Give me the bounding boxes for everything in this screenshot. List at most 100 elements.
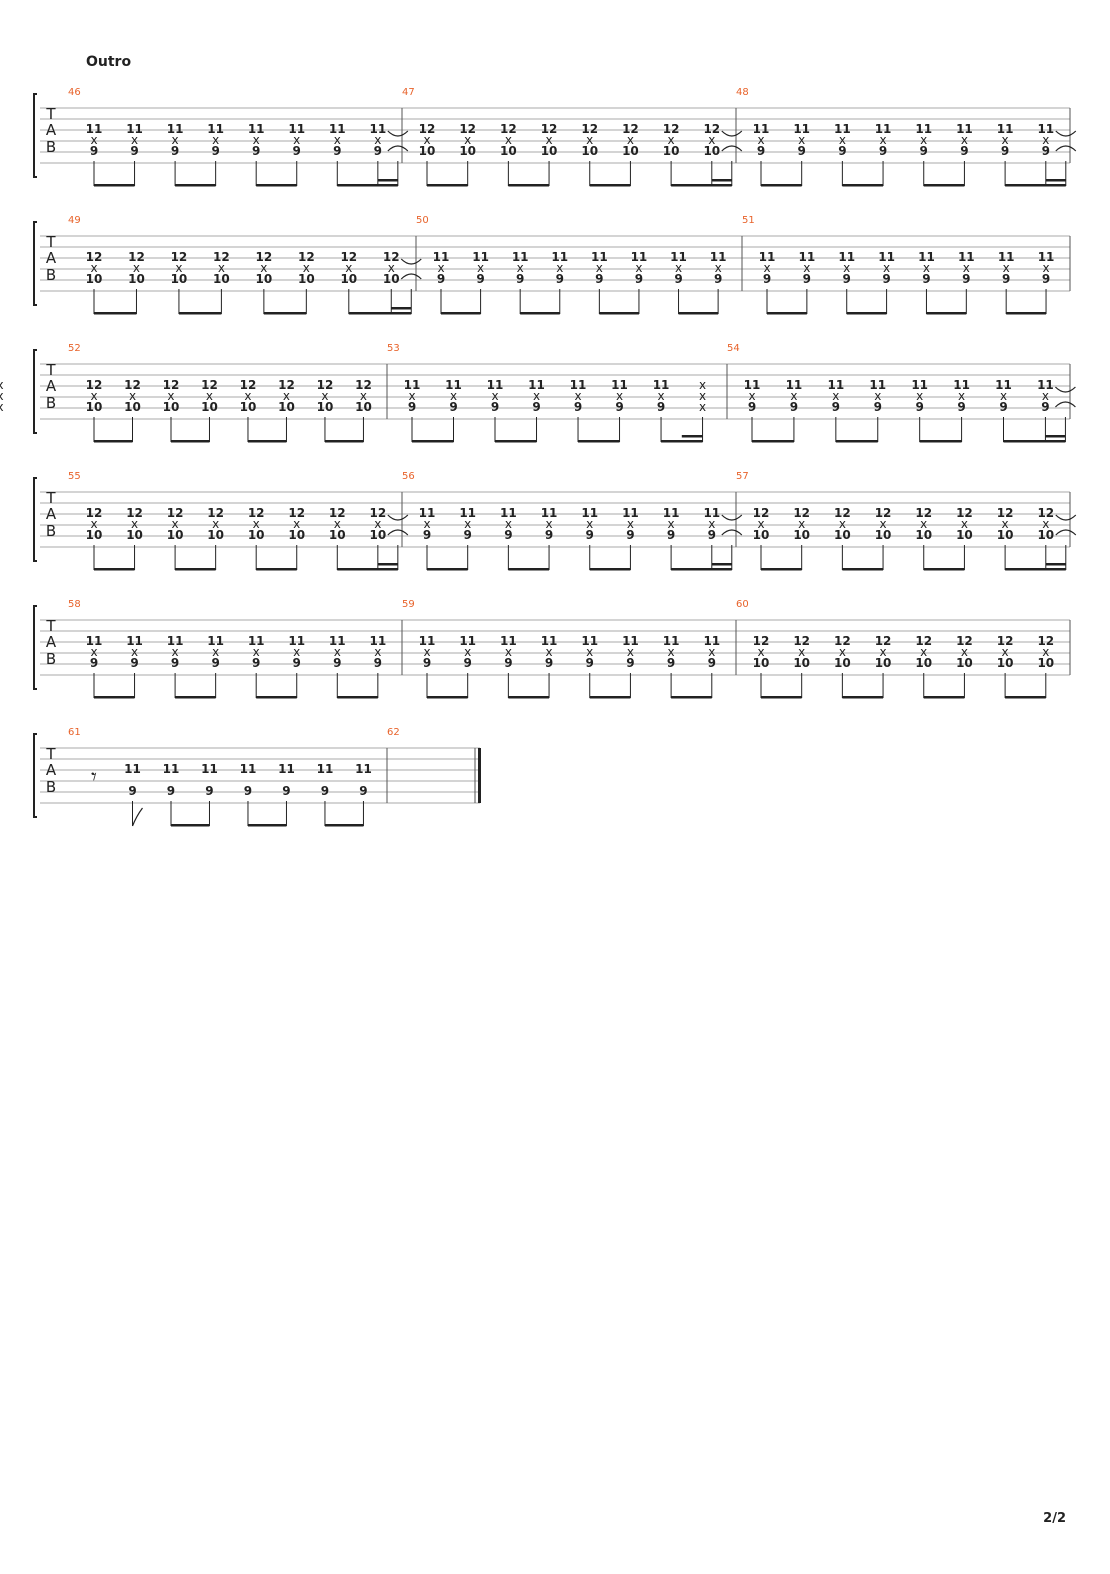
fret-number: 9 <box>714 272 722 286</box>
note-beam <box>247 824 287 827</box>
fret-number: 12 <box>329 506 346 520</box>
muted-string: x <box>1003 261 1010 275</box>
muted-string: x <box>839 517 846 531</box>
fret-number: 11 <box>163 762 180 776</box>
fret-number: 11 <box>956 122 973 136</box>
fret-number: 12 <box>213 250 230 264</box>
fret-number: 11 <box>541 634 558 648</box>
fret-number: 9 <box>464 656 472 670</box>
tab-system: TAB4912x1012x1012x1012x1012x1012x1012x10… <box>33 215 1071 315</box>
measure-number: 60 <box>736 599 749 610</box>
fret-number: 11 <box>551 250 568 264</box>
fret-number: 11 <box>207 634 224 648</box>
note-beam <box>842 184 884 187</box>
fret-number: 12 <box>86 506 103 520</box>
fret-number: 9 <box>922 272 930 286</box>
fret-number: 11 <box>663 506 680 520</box>
fret-number: 10 <box>1037 656 1054 670</box>
fret-number: 12 <box>997 634 1014 648</box>
fret-number: 11 <box>201 762 218 776</box>
fret-number: 10 <box>834 656 851 670</box>
note-beam <box>175 568 216 571</box>
measure-number: 55 <box>68 471 81 482</box>
tab-clef-letter: B <box>46 522 56 540</box>
fret-number: 12 <box>1037 506 1054 520</box>
fret-number: 11 <box>512 250 529 264</box>
fret-number: 9 <box>408 400 416 414</box>
muted-string: x <box>1042 645 1049 659</box>
measure-number: 58 <box>68 599 81 610</box>
tab-chord: 119 <box>124 762 141 798</box>
fret-number: 12 <box>875 634 892 648</box>
note-beam <box>926 312 967 315</box>
note-beam <box>324 440 364 443</box>
fret-number: 9 <box>1042 272 1050 286</box>
note-beam <box>94 696 135 699</box>
fret-number: 11 <box>329 122 346 136</box>
fret-number: 11 <box>703 634 720 648</box>
tab-clef-letter: A <box>46 505 57 523</box>
muted-string: x <box>505 645 512 659</box>
muted-string: x <box>1042 133 1049 147</box>
dead-note-chord: xxx <box>0 378 4 414</box>
fret-number: 9 <box>504 656 512 670</box>
muted-string: x <box>172 645 179 659</box>
fret-number: 9 <box>128 784 136 798</box>
fret-number: 10 <box>419 144 436 158</box>
tab-clef-letter: B <box>46 650 56 668</box>
fret-number: 11 <box>653 378 670 392</box>
tab-clef-letter: A <box>46 249 57 267</box>
note-beam <box>348 312 412 315</box>
fret-number: 11 <box>799 250 816 264</box>
fret-number: 9 <box>476 272 484 286</box>
fret-number: 9 <box>790 400 798 414</box>
tab-chord: 119 <box>317 762 334 798</box>
fret-number: 9 <box>423 656 431 670</box>
note-beam <box>761 696 802 699</box>
muted-string: x <box>374 133 381 147</box>
fret-number: 11 <box>459 634 476 648</box>
fret-number: 11 <box>487 378 504 392</box>
note-beam <box>508 696 550 699</box>
fret-number: 11 <box>878 250 895 264</box>
fret-number: 11 <box>419 634 436 648</box>
muted-string: x <box>961 517 968 531</box>
muted-string: x <box>423 517 430 531</box>
muted-string: x <box>321 389 328 403</box>
muted-string: x <box>546 645 553 659</box>
fret-number: 12 <box>288 506 305 520</box>
note-beam <box>175 696 216 699</box>
fret-number: 10 <box>915 528 932 542</box>
note-beam <box>324 824 364 827</box>
fret-number: 10 <box>163 400 180 414</box>
note-beam <box>661 440 703 443</box>
fret-number: 12 <box>86 250 103 264</box>
muted-string: x <box>668 517 675 531</box>
muted-string: x <box>505 517 512 531</box>
note-beam <box>1003 440 1066 443</box>
muted-string: x <box>212 133 219 147</box>
note-beam <box>835 440 878 443</box>
tab-clef-letter: B <box>46 266 56 284</box>
fret-number: 9 <box>211 656 219 670</box>
note-beam-sixteenth <box>391 307 412 310</box>
